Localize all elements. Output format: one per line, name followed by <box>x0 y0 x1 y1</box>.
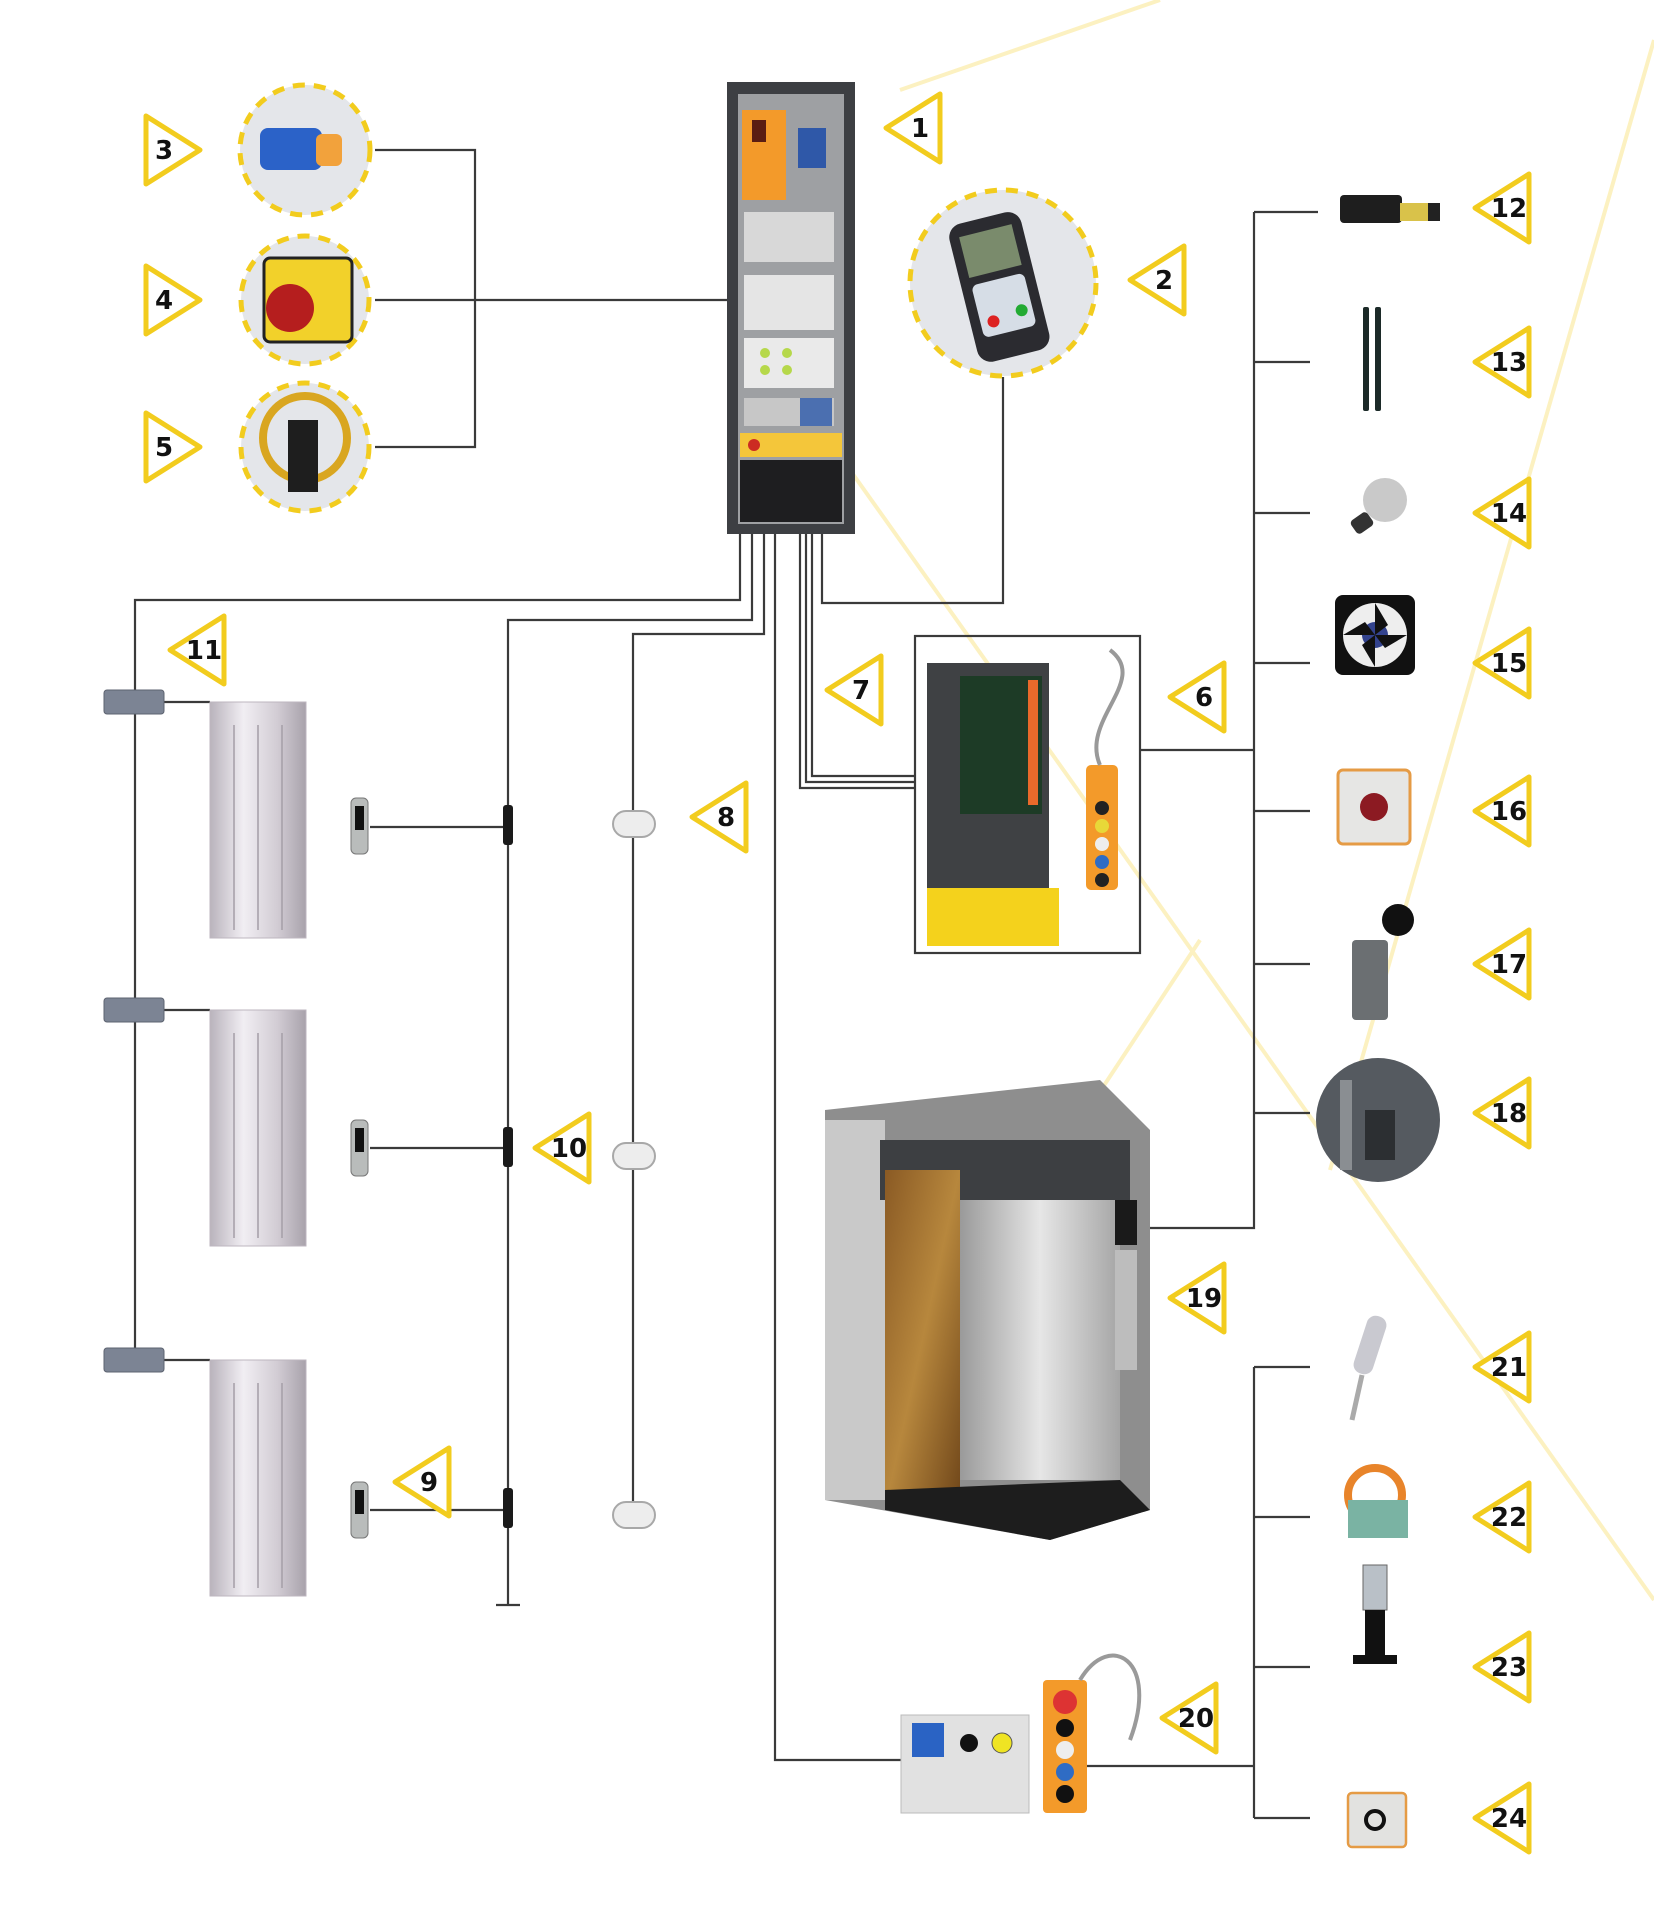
badge-17: 17 <box>1472 927 1532 1001</box>
landing-door-icon <box>209 701 307 1597</box>
door-lock-icon <box>103 689 165 1373</box>
pit-inspection-box-icon <box>900 1653 1142 1814</box>
badge-14: 14 <box>1472 476 1532 550</box>
badge-19: 19 <box>1167 1261 1227 1335</box>
badge-number: 18 <box>1491 1099 1527 1129</box>
badge-11: 11 <box>167 613 227 687</box>
fan-icon <box>1335 595 1415 675</box>
safety-gear-icon <box>1316 1058 1440 1182</box>
badge-triangle-icon <box>1127 243 1187 317</box>
badge-number: 6 <box>1195 683 1213 713</box>
badge-7: 7 <box>824 653 884 727</box>
badge-13: 13 <box>1472 325 1532 399</box>
overspeed-governor-icon <box>238 380 372 514</box>
badge-1: 1 <box>883 91 943 165</box>
badge-triangle-icon <box>392 1445 452 1519</box>
badge-number: 16 <box>1491 797 1527 827</box>
badge-2: 2 <box>1127 243 1187 317</box>
badge-5: 5 <box>143 410 203 484</box>
limit-switch-icon <box>1352 904 1414 1020</box>
badge-triangle-icon <box>1472 171 1532 245</box>
motor-icon <box>237 82 373 218</box>
badge-triangle-icon <box>1472 1330 1532 1404</box>
badge-16: 16 <box>1472 774 1532 848</box>
badge-triangle-icon <box>1159 1681 1219 1755</box>
badge-triangle-icon <box>1167 660 1227 734</box>
badge-triangle-icon <box>1472 1630 1532 1704</box>
car-top-box-icon <box>927 648 1125 946</box>
badge-number: 23 <box>1491 1653 1527 1683</box>
light-curtain-icon <box>1363 307 1381 411</box>
badge-number: 24 <box>1491 1804 1527 1834</box>
badge-number: 4 <box>155 286 173 316</box>
badge-4: 4 <box>143 263 203 337</box>
badge-number: 22 <box>1491 1503 1527 1533</box>
badge-12: 12 <box>1472 171 1532 245</box>
badge-number: 12 <box>1491 194 1527 224</box>
intercom-handset-icon <box>1349 1315 1387 1421</box>
wiring <box>133 148 1318 1820</box>
badge-triangle-icon <box>883 91 943 165</box>
badge-triangle-icon <box>532 1111 592 1185</box>
badge-triangle-icon <box>1472 1076 1532 1150</box>
badge-24: 24 <box>1472 1781 1532 1855</box>
badge-6: 6 <box>1167 660 1227 734</box>
badge-triangle-icon <box>1472 774 1532 848</box>
shaft-lamp-icon <box>612 810 656 1529</box>
buffer-icon <box>1353 1564 1397 1664</box>
tension-pulley-icon <box>1344 1464 1408 1538</box>
badge-number: 15 <box>1491 649 1527 679</box>
badge-number: 9 <box>420 1468 438 1498</box>
badge-triangle-icon <box>1472 476 1532 550</box>
badge-number: 1 <box>911 114 929 144</box>
badge-10: 10 <box>532 1111 592 1185</box>
badge-number: 5 <box>155 433 173 463</box>
badge-18: 18 <box>1472 1076 1532 1150</box>
shaft-junction-box-icon <box>503 805 513 1528</box>
badge-number: 10 <box>551 1134 587 1164</box>
badge-triangle-icon <box>1472 325 1532 399</box>
badge-triangle-icon <box>143 263 203 337</box>
badge-number: 3 <box>155 136 173 166</box>
control-cabinet-icon <box>727 82 855 534</box>
badge-triangle-icon <box>1472 1480 1532 1554</box>
badge-triangle-icon <box>689 780 749 854</box>
badge-3: 3 <box>143 113 203 187</box>
badge-triangle-icon <box>1167 1261 1227 1335</box>
badge-number: 19 <box>1186 1284 1222 1314</box>
badge-number: 7 <box>852 676 870 706</box>
pit-switch-icon <box>1346 1791 1408 1849</box>
light-bulb-icon <box>1350 478 1407 534</box>
badge-8: 8 <box>689 780 749 854</box>
badge-number: 20 <box>1178 1704 1214 1734</box>
badge-number: 17 <box>1491 950 1527 980</box>
badge-triangle-icon <box>1472 626 1532 700</box>
handheld-terminal-icon <box>907 187 1099 379</box>
badge-21: 21 <box>1472 1330 1532 1404</box>
emergency-stop-box-icon <box>238 233 372 367</box>
badge-number: 8 <box>717 803 735 833</box>
badge-number: 21 <box>1491 1353 1527 1383</box>
badge-22: 22 <box>1472 1480 1532 1554</box>
badge-9: 9 <box>392 1445 452 1519</box>
badge-number: 13 <box>1491 348 1527 378</box>
badge-triangle-icon <box>824 653 884 727</box>
badge-15: 15 <box>1472 626 1532 700</box>
badge-triangle-icon <box>1472 927 1532 1001</box>
badge-20: 20 <box>1159 1681 1219 1755</box>
badge-triangle-icon <box>143 410 203 484</box>
door-operator-icon <box>1340 195 1440 223</box>
badge-number: 14 <box>1491 499 1527 529</box>
badge-triangle-icon <box>1472 1781 1532 1855</box>
landing-call-button-icon <box>350 797 369 1539</box>
stop-button-box-icon <box>1336 768 1412 846</box>
badge-triangle-icon <box>167 613 227 687</box>
badge-triangle-icon <box>143 113 203 187</box>
badge-23: 23 <box>1472 1630 1532 1704</box>
badge-number: 11 <box>186 636 222 666</box>
elevator-car-icon <box>825 1080 1150 1540</box>
badge-number: 2 <box>1155 266 1173 296</box>
